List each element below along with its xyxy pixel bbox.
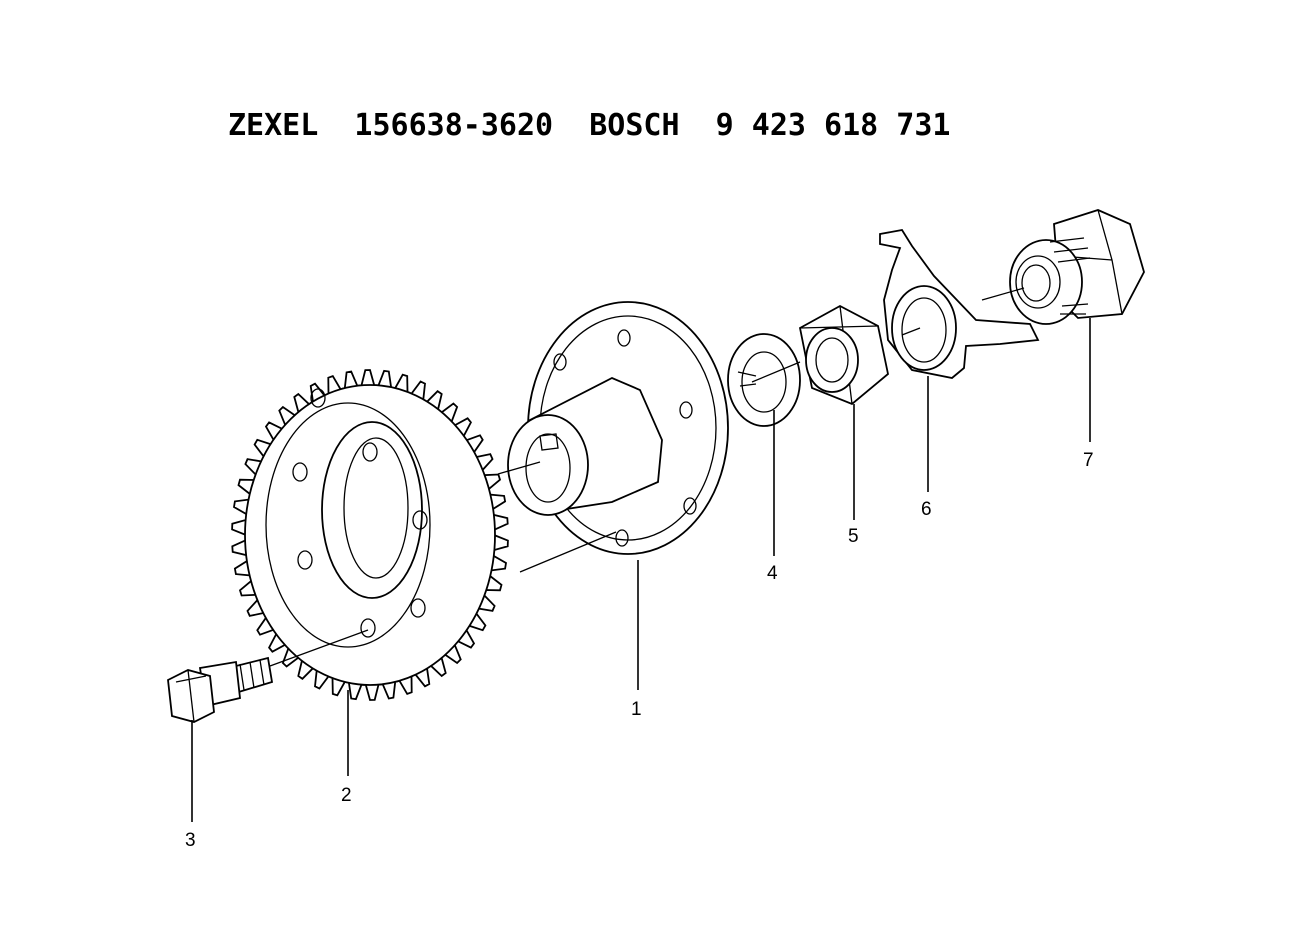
callout-3: 3 bbox=[185, 830, 196, 851]
assembly-lines bbox=[269, 287, 1025, 667]
callout-2: 2 bbox=[341, 785, 352, 806]
part-bolt[interactable] bbox=[167, 656, 274, 723]
part-hub[interactable] bbox=[507, 301, 729, 555]
part-gear[interactable] bbox=[231, 369, 509, 701]
part-nut[interactable] bbox=[798, 304, 889, 406]
callout-1: 1 bbox=[631, 699, 642, 720]
callout-6: 6 bbox=[921, 499, 932, 520]
callout-4: 4 bbox=[767, 563, 778, 584]
leader-lines bbox=[191, 318, 1091, 822]
callout-7: 7 bbox=[1083, 450, 1094, 471]
diagram-title: ZEXEL 156638-3620 BOSCH 9 423 618 731 bbox=[228, 108, 951, 143]
part-spring-washer[interactable] bbox=[727, 333, 801, 427]
part-plug[interactable] bbox=[1009, 209, 1145, 325]
callout-5: 5 bbox=[848, 526, 859, 547]
part-lock-plate[interactable] bbox=[879, 229, 1040, 379]
